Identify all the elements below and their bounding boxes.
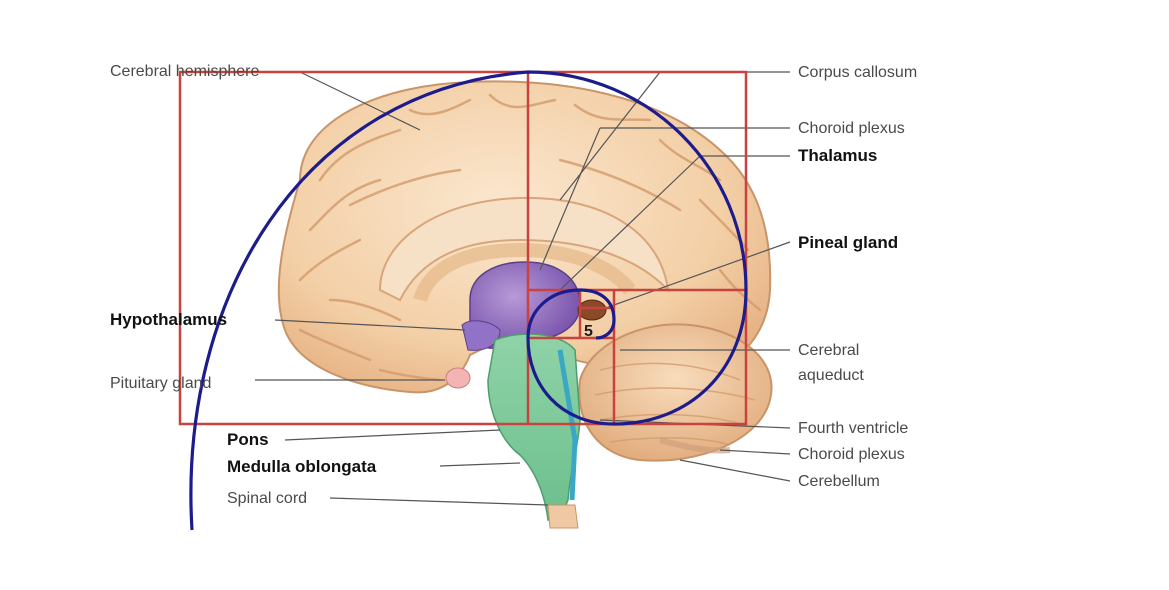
label-thalamus: Thalamus [798, 146, 878, 165]
label-cerebral-hemisphere: Cerebral hemisphere [110, 63, 260, 80]
aqueduct-shape [557, 349, 578, 501]
label-spinal-cord: Spinal cord [227, 490, 308, 507]
label-corpus-callosum: Corpus callosum [798, 64, 918, 81]
brainstem-shape [487, 333, 581, 521]
hypothalamus-shape [461, 320, 501, 351]
golden-spiral [189, 70, 748, 531]
label-choroid-plexus-lower: Choroid plexus [798, 446, 905, 463]
label-cerebral-aqueduct-line2: aqueduct [798, 367, 864, 384]
corpus-callosum-shape [378, 196, 670, 302]
label-medulla-oblongata: Medulla oblongata [227, 457, 377, 476]
pituitary-shape [445, 367, 471, 389]
label-fourth-ventricle: Fourth ventricle [798, 420, 909, 437]
label-cerebral-aqueduct-line1: Cerebral [798, 342, 860, 359]
pineal-shape [577, 299, 607, 321]
label-pineal-gland: Pineal gland [798, 233, 899, 252]
spiral-number: 5 [584, 323, 593, 340]
label-cerebellum: Cerebellum [798, 473, 880, 490]
spinal-cord-shape [547, 504, 579, 529]
cerebellum-shape [578, 323, 773, 462]
label-pons: Pons [227, 430, 269, 449]
label-hypothalamus: Hypothalamus [110, 310, 228, 329]
label-pituitary-gland: Pituitary gland [110, 375, 212, 392]
label-choroid-plexus-upper: Choroid plexus [798, 120, 905, 137]
fornix-band [413, 242, 636, 303]
